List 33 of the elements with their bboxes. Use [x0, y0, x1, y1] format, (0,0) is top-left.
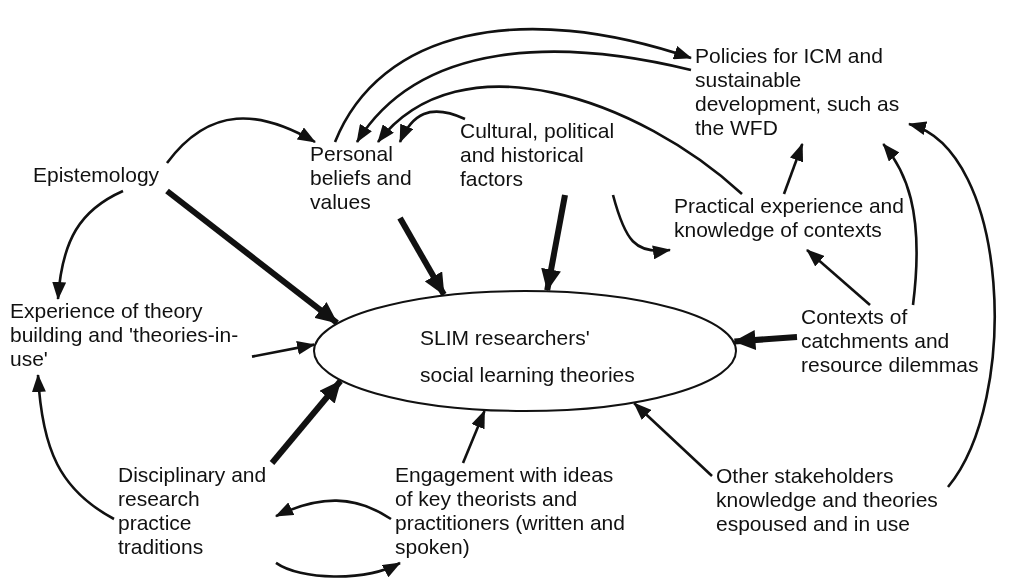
arrow: [733, 330, 798, 350]
arrow: [461, 410, 486, 464]
arrow: [806, 249, 871, 306]
node-label: Disciplinary and research practice traditions: [114, 463, 276, 563]
arrow: [269, 379, 343, 465]
arrow: [908, 122, 996, 488]
arrow: [333, 27, 692, 143]
node-label: Practical experience and knowledge of contexts: [670, 194, 918, 250]
arrow: [882, 143, 918, 306]
node-label: Personal beliefs and values: [306, 142, 424, 218]
arrow: [377, 85, 743, 195]
node-label: Contexts of catchments and resource dilemmas: [797, 305, 991, 381]
arrow: [355, 50, 692, 143]
arrow: [275, 499, 392, 521]
arrow: [782, 143, 804, 195]
arrow: [32, 374, 115, 521]
arrow: [275, 561, 401, 578]
node-label: Policies for ICM and sustainable development, such as the WFD: [691, 44, 909, 144]
arrow: [166, 117, 316, 164]
node-label: Cultural, political and historical factors: [456, 119, 624, 195]
arrow: [633, 402, 713, 477]
node-label: Experience of theory building and 'theories-in-use': [6, 299, 252, 375]
arrow: [398, 110, 466, 143]
node-label: SLIM researchers' social learning theories: [420, 325, 636, 388]
node-label: Engagement with ideas of key theorists and practitioners (written and spoken): [391, 463, 638, 563]
node-label: Epistemology: [29, 163, 167, 191]
arrow: [165, 188, 339, 326]
arrow: [251, 340, 316, 358]
arrow: [397, 216, 447, 297]
arrow: [541, 194, 568, 292]
arrow: [611, 194, 671, 259]
arrow: [52, 189, 124, 300]
node-label: Other stakeholders knowledge and theories espoused and in use: [712, 464, 948, 540]
